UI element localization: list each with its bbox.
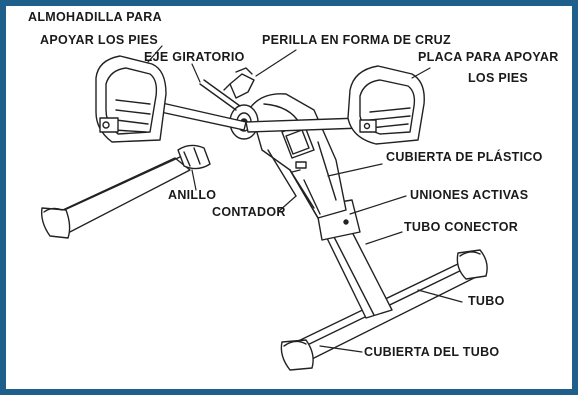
left-foot-pad: [95, 55, 167, 143]
label-foot-plate-line2: LOS PIES: [468, 71, 529, 85]
label-foot-pad-line2: APOYAR LOS PIES: [40, 33, 158, 47]
label-counter: CONTADOR: [212, 205, 286, 219]
label-tube-cover: CUBIERTA DEL TUBO: [364, 345, 500, 359]
label-plastic-cover: CUBIERTA DE PLÁSTICO: [386, 150, 543, 164]
rear-tube: [40, 156, 191, 239]
label-foot-plate-line1: PLACA PARA APOYAR: [418, 50, 559, 64]
label-active-joints: UNIONES ACTIVAS: [410, 188, 529, 202]
crank-arms: [139, 79, 363, 133]
ring-joint: [177, 144, 211, 170]
label-pivot-axis: EJE GIRATORIO: [144, 50, 245, 64]
label-tube: TUBO: [468, 294, 505, 308]
cover-stem: [267, 149, 315, 209]
label-connector-tube: TUBO CONECTOR: [404, 220, 519, 234]
cross-knob: [223, 67, 255, 99]
label-foot-pad-line1: ALMOHADILLA PARA: [28, 10, 162, 24]
label-cross-knob: PERILLA EN FORMA DE CRUZ: [262, 33, 451, 47]
label-ring: ANILLO: [168, 188, 217, 202]
right-foot-plate: [347, 65, 425, 145]
leader-lines: [147, 45, 463, 353]
connector-tube: [315, 199, 393, 319]
